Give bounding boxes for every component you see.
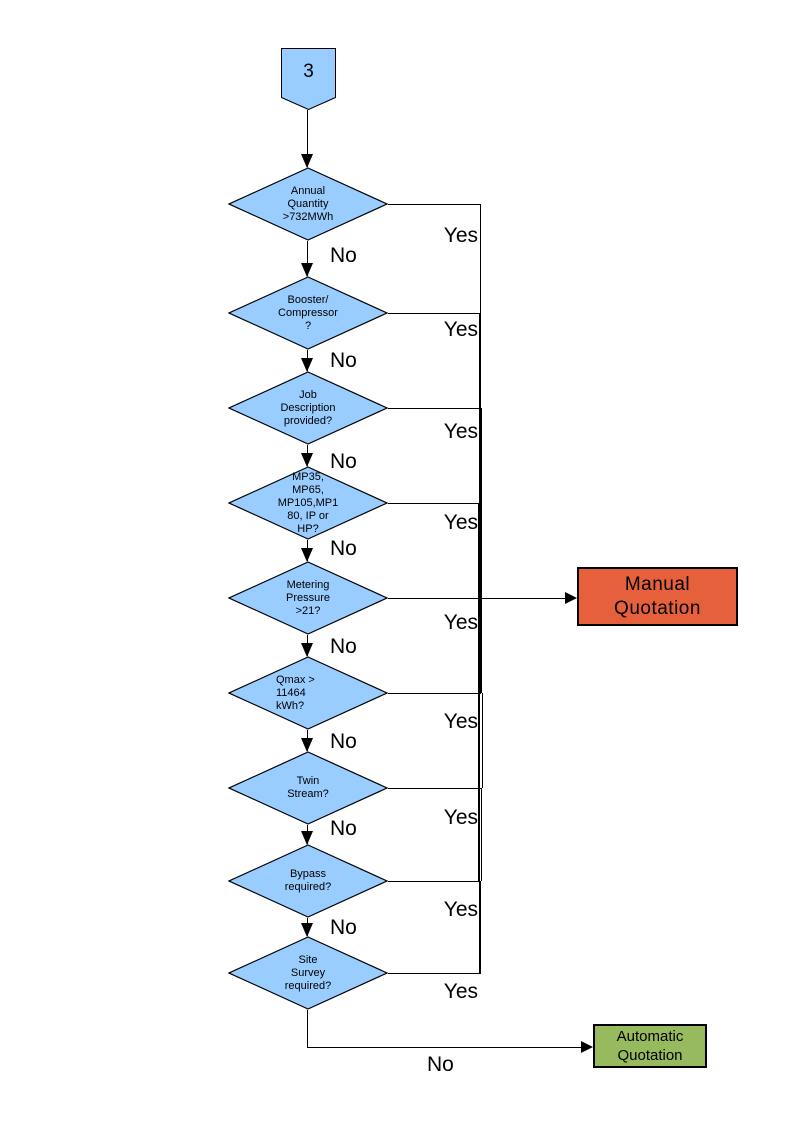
diamond-shape <box>228 167 388 241</box>
decision-qmax: Qmax > 11464 kWh? <box>228 656 388 730</box>
diamond-shape <box>228 466 388 540</box>
diamond-polygon <box>228 371 388 445</box>
decision-label: MP35, MP65, MP105,MP1 80, IP or HP? <box>277 470 339 535</box>
off-page-connector-label: 3 <box>303 61 314 82</box>
decision-label: Metering Pressure >21? <box>285 578 331 617</box>
decision-label: Annual Quantity >732MWh <box>282 184 334 223</box>
arrow-right <box>581 1041 593 1053</box>
collector-line <box>479 408 482 503</box>
yes-label: Yes <box>443 420 478 443</box>
diamond-polygon <box>228 466 388 540</box>
no-label: No <box>330 244 357 267</box>
no-label: No <box>330 349 357 372</box>
diamond-polygon <box>228 751 388 825</box>
collector-line <box>478 788 480 881</box>
yes-branch-line <box>388 408 481 409</box>
diamond-shape <box>228 276 388 350</box>
off-page-connector-polygon <box>281 48 336 111</box>
diamond-shape <box>228 936 388 1010</box>
collector-line <box>481 788 482 881</box>
yes-label: Yes <box>443 511 478 534</box>
manual-arrow-line <box>388 598 566 599</box>
yes-branch-line <box>388 788 481 789</box>
off-page-connector: 3 <box>281 48 336 111</box>
diamond-shape <box>228 371 388 445</box>
decision-booster-compressor: Booster/ Compressor ? <box>228 276 388 350</box>
arrow-down <box>301 445 313 467</box>
yes-branch-line <box>388 881 481 882</box>
final-no-line-vertical <box>307 1010 308 1048</box>
no-label: No <box>330 817 357 840</box>
yes-label: Yes <box>443 898 478 921</box>
yes-label: Yes <box>443 611 478 634</box>
arrow-down <box>301 918 313 937</box>
yes-label: Yes <box>443 318 478 341</box>
yes-branch-line <box>388 204 481 205</box>
yes-branch-line <box>388 973 481 974</box>
decision-label: Booster/ Compressor ? <box>278 293 338 332</box>
yes-branch-line <box>388 503 481 504</box>
no-label: No <box>330 450 357 473</box>
arrow-down <box>301 540 313 562</box>
automatic-quotation-box: Automatic Quotation <box>593 1024 707 1068</box>
yes-label: Yes <box>443 710 478 733</box>
diamond-polygon <box>228 844 388 918</box>
diamond-polygon <box>228 276 388 350</box>
no-label: No <box>330 916 357 939</box>
decision-metering-pressure: Metering Pressure >21? <box>228 561 388 635</box>
arrow-down <box>301 825 313 845</box>
no-label: No <box>330 537 357 560</box>
decision-label: Bypass required? <box>284 868 332 893</box>
yes-branch-line <box>388 313 481 314</box>
decision-annual-quantity: Annual Quantity >732MWh <box>228 167 388 241</box>
collector-line <box>478 693 480 788</box>
final-no-line-horizontal <box>307 1047 583 1048</box>
arrow-down <box>301 110 313 168</box>
collector-line <box>479 313 481 408</box>
diamond-shape <box>228 656 388 730</box>
off-page-connector-shape <box>281 48 336 111</box>
collector-line <box>479 881 481 973</box>
arrow-down <box>301 350 313 372</box>
diamond-polygon <box>228 561 388 635</box>
yes-branch-line <box>388 693 481 694</box>
no-label: No <box>330 635 357 658</box>
no-label: No <box>330 730 357 753</box>
decision-label: Twin Stream? <box>287 775 329 800</box>
decision-job-description: Job Description provided? <box>228 371 388 445</box>
yes-label: Yes <box>443 980 478 1003</box>
yes-label: Yes <box>443 806 478 829</box>
decision-label: Job Description provided? <box>280 388 336 427</box>
arrow-down <box>301 635 313 657</box>
diamond-polygon <box>228 656 388 730</box>
decision-pressure-tier: MP35, MP65, MP105,MP1 80, IP or HP? <box>228 466 388 540</box>
decision-bypass: Bypass required? <box>228 844 388 918</box>
diamond-shape <box>228 844 388 918</box>
decision-label: Qmax > 11464 kWh? <box>276 673 315 712</box>
decision-twin-stream: Twin Stream? <box>228 751 388 825</box>
decision-label: Site Survey required? <box>284 953 332 992</box>
diamond-shape <box>228 561 388 635</box>
manual-quotation-box: Manual Quotation <box>577 567 738 626</box>
arrow-down <box>301 241 313 277</box>
diamond-shape <box>228 751 388 825</box>
diamond-polygon <box>228 167 388 241</box>
collector-line <box>482 693 483 788</box>
yes-label: Yes <box>443 224 478 247</box>
diamond-polygon <box>228 936 388 1010</box>
arrow-down <box>301 730 313 752</box>
collector-line <box>480 204 481 313</box>
no-label: No <box>427 1053 454 1076</box>
arrow-right <box>565 592 577 604</box>
decision-site-survey: Site Survey required? <box>228 936 388 1010</box>
